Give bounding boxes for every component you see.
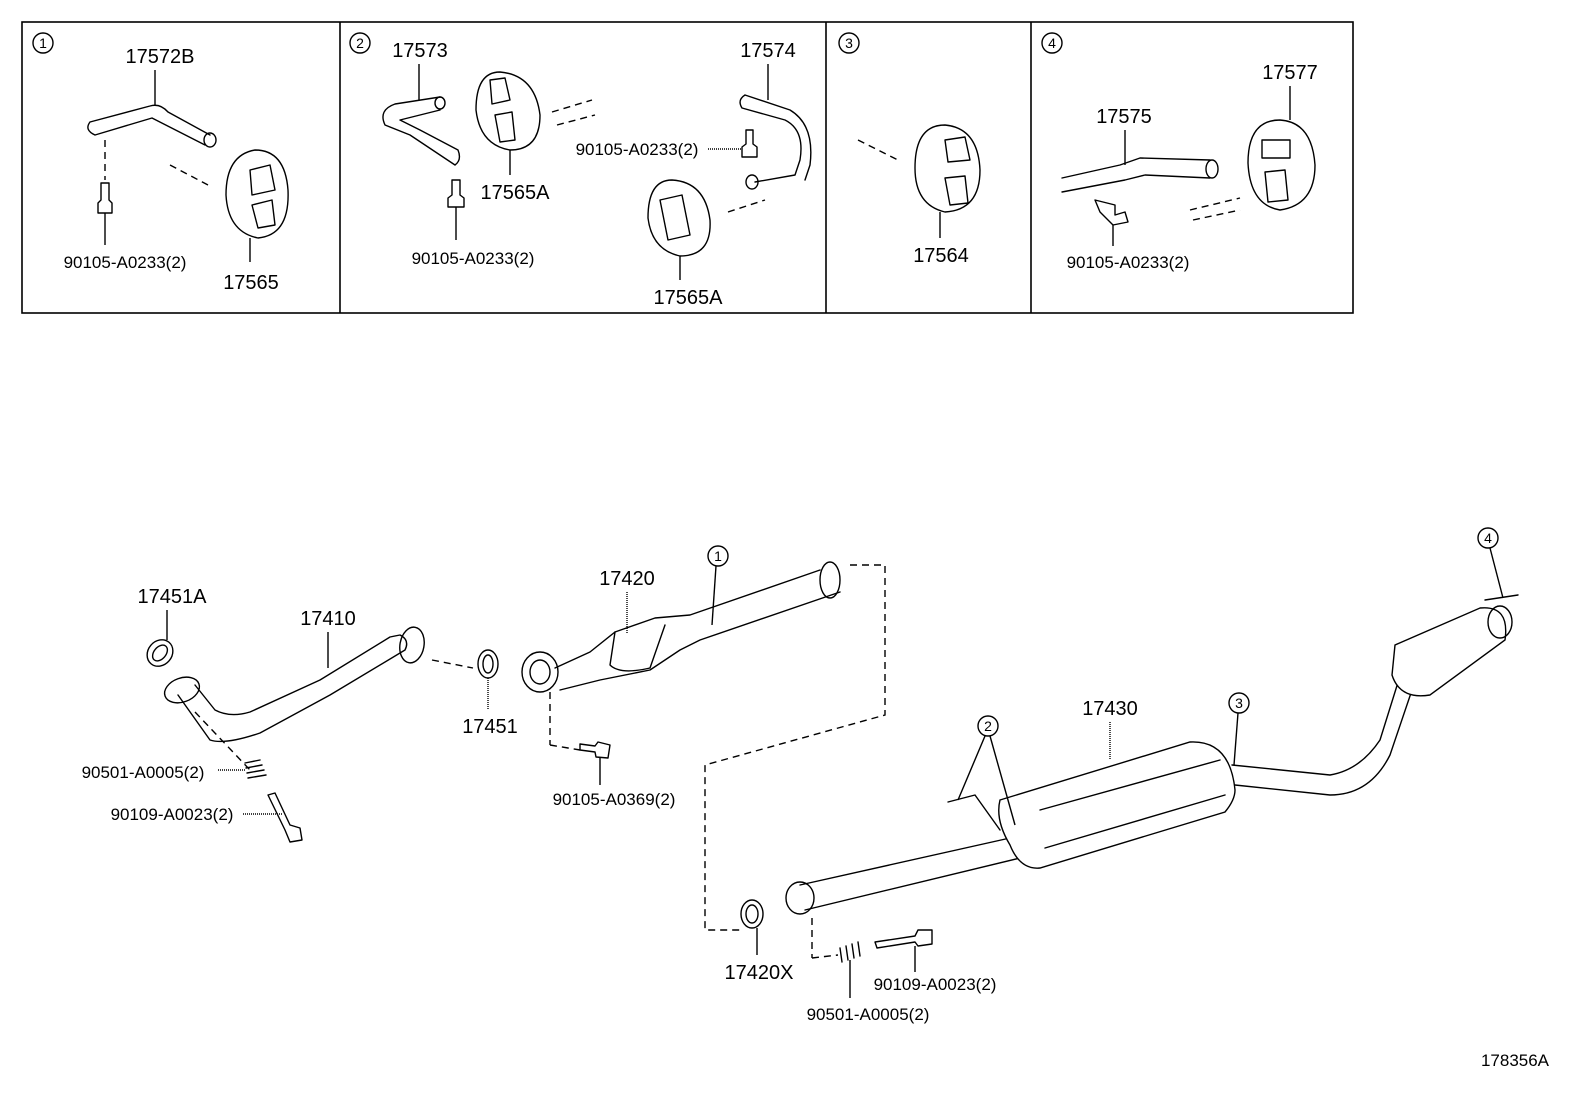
hanger-rubber-part [647,179,711,257]
part-label: 17420 [599,568,655,590]
part-label: 90105-A0369(2) [553,790,676,809]
part-label: 90501-A0005(2) [807,1005,930,1024]
part-label: 90105-A0233(2) [1067,253,1190,272]
hanger-rubber-part [1247,119,1316,211]
part-label: 17430 [1082,698,1138,720]
bolt-part [267,792,303,843]
inset-ref-4: 4 [1048,35,1056,51]
inset-2: 2 17573 90105-A0233(2) 17565A 17574 9010… [349,32,812,309]
part-label: 17573 [392,40,448,62]
gasket-part [146,639,174,667]
bolt-part [579,741,611,759]
front-pipe-part [177,634,408,743]
bolt-part [447,179,465,208]
part-label: 90109-A0023(2) [874,975,997,994]
diagram-id: 178356A [1481,1051,1550,1070]
bracket-part [382,96,461,166]
part-label: 90105-A0233(2) [412,249,535,268]
inset-ref-1: 1 [39,35,47,51]
gasket-part [740,899,764,929]
muffler-part [998,741,1236,869]
part-label: 17572B [126,46,195,68]
part-label: 17565A [481,182,551,204]
part-label: 90105-A0233(2) [576,140,699,159]
inset-4: 4 17577 17575 90105-A0233(2) [1041,32,1318,272]
tail-pipe-part [1231,659,1413,796]
center-pipe-part [799,837,1021,911]
callout-1: 1 [714,548,722,564]
bracket-part [739,94,812,183]
part-label: 17565A [654,287,724,309]
bracket-part [87,104,211,146]
part-label: 90105-A0233(2) [64,253,187,272]
part-label: 17575 [1096,106,1152,128]
spring-part [839,941,861,963]
inset-ref-3: 3 [845,35,853,51]
spring-part [244,759,267,779]
hanger-rubber-part [225,149,289,239]
gasket-part [477,649,499,679]
part-label: 17451 [462,716,518,738]
part-label: 17420X [725,962,794,984]
inset-3: 3 17564 [838,32,981,267]
bolt-part [97,182,113,214]
part-label: 17564 [913,245,969,267]
hanger-rubber-part [475,71,541,151]
inset-1: 1 17572B 90105-A0233(2) 17565 [32,32,289,294]
callout-4: 4 [1484,530,1492,546]
part-label: 17574 [740,40,796,62]
callout-3: 3 [1235,695,1243,711]
part-label: 17451A [138,586,208,608]
part-label: 17577 [1262,62,1318,84]
callout-2: 2 [984,718,992,734]
inset-ref-2: 2 [356,35,364,51]
rear-muffler-part [1391,607,1507,697]
part-label: 17565 [223,272,279,294]
bolt-part [1094,199,1129,226]
part-label: 90109-A0023(2) [111,805,234,824]
bracket-part [1061,157,1211,193]
inset-frame [21,21,1354,314]
part-label: 17410 [300,608,356,630]
converter-pipe-part [554,569,841,691]
part-label: 90501-A0005(2) [82,763,205,782]
hanger-rubber-part [914,124,981,213]
main-assembly: 17451A 17410 90501-A0005(2) 90109-A0023(… [82,527,1519,1024]
bolt-part [874,929,933,949]
bolt-part [741,129,758,158]
